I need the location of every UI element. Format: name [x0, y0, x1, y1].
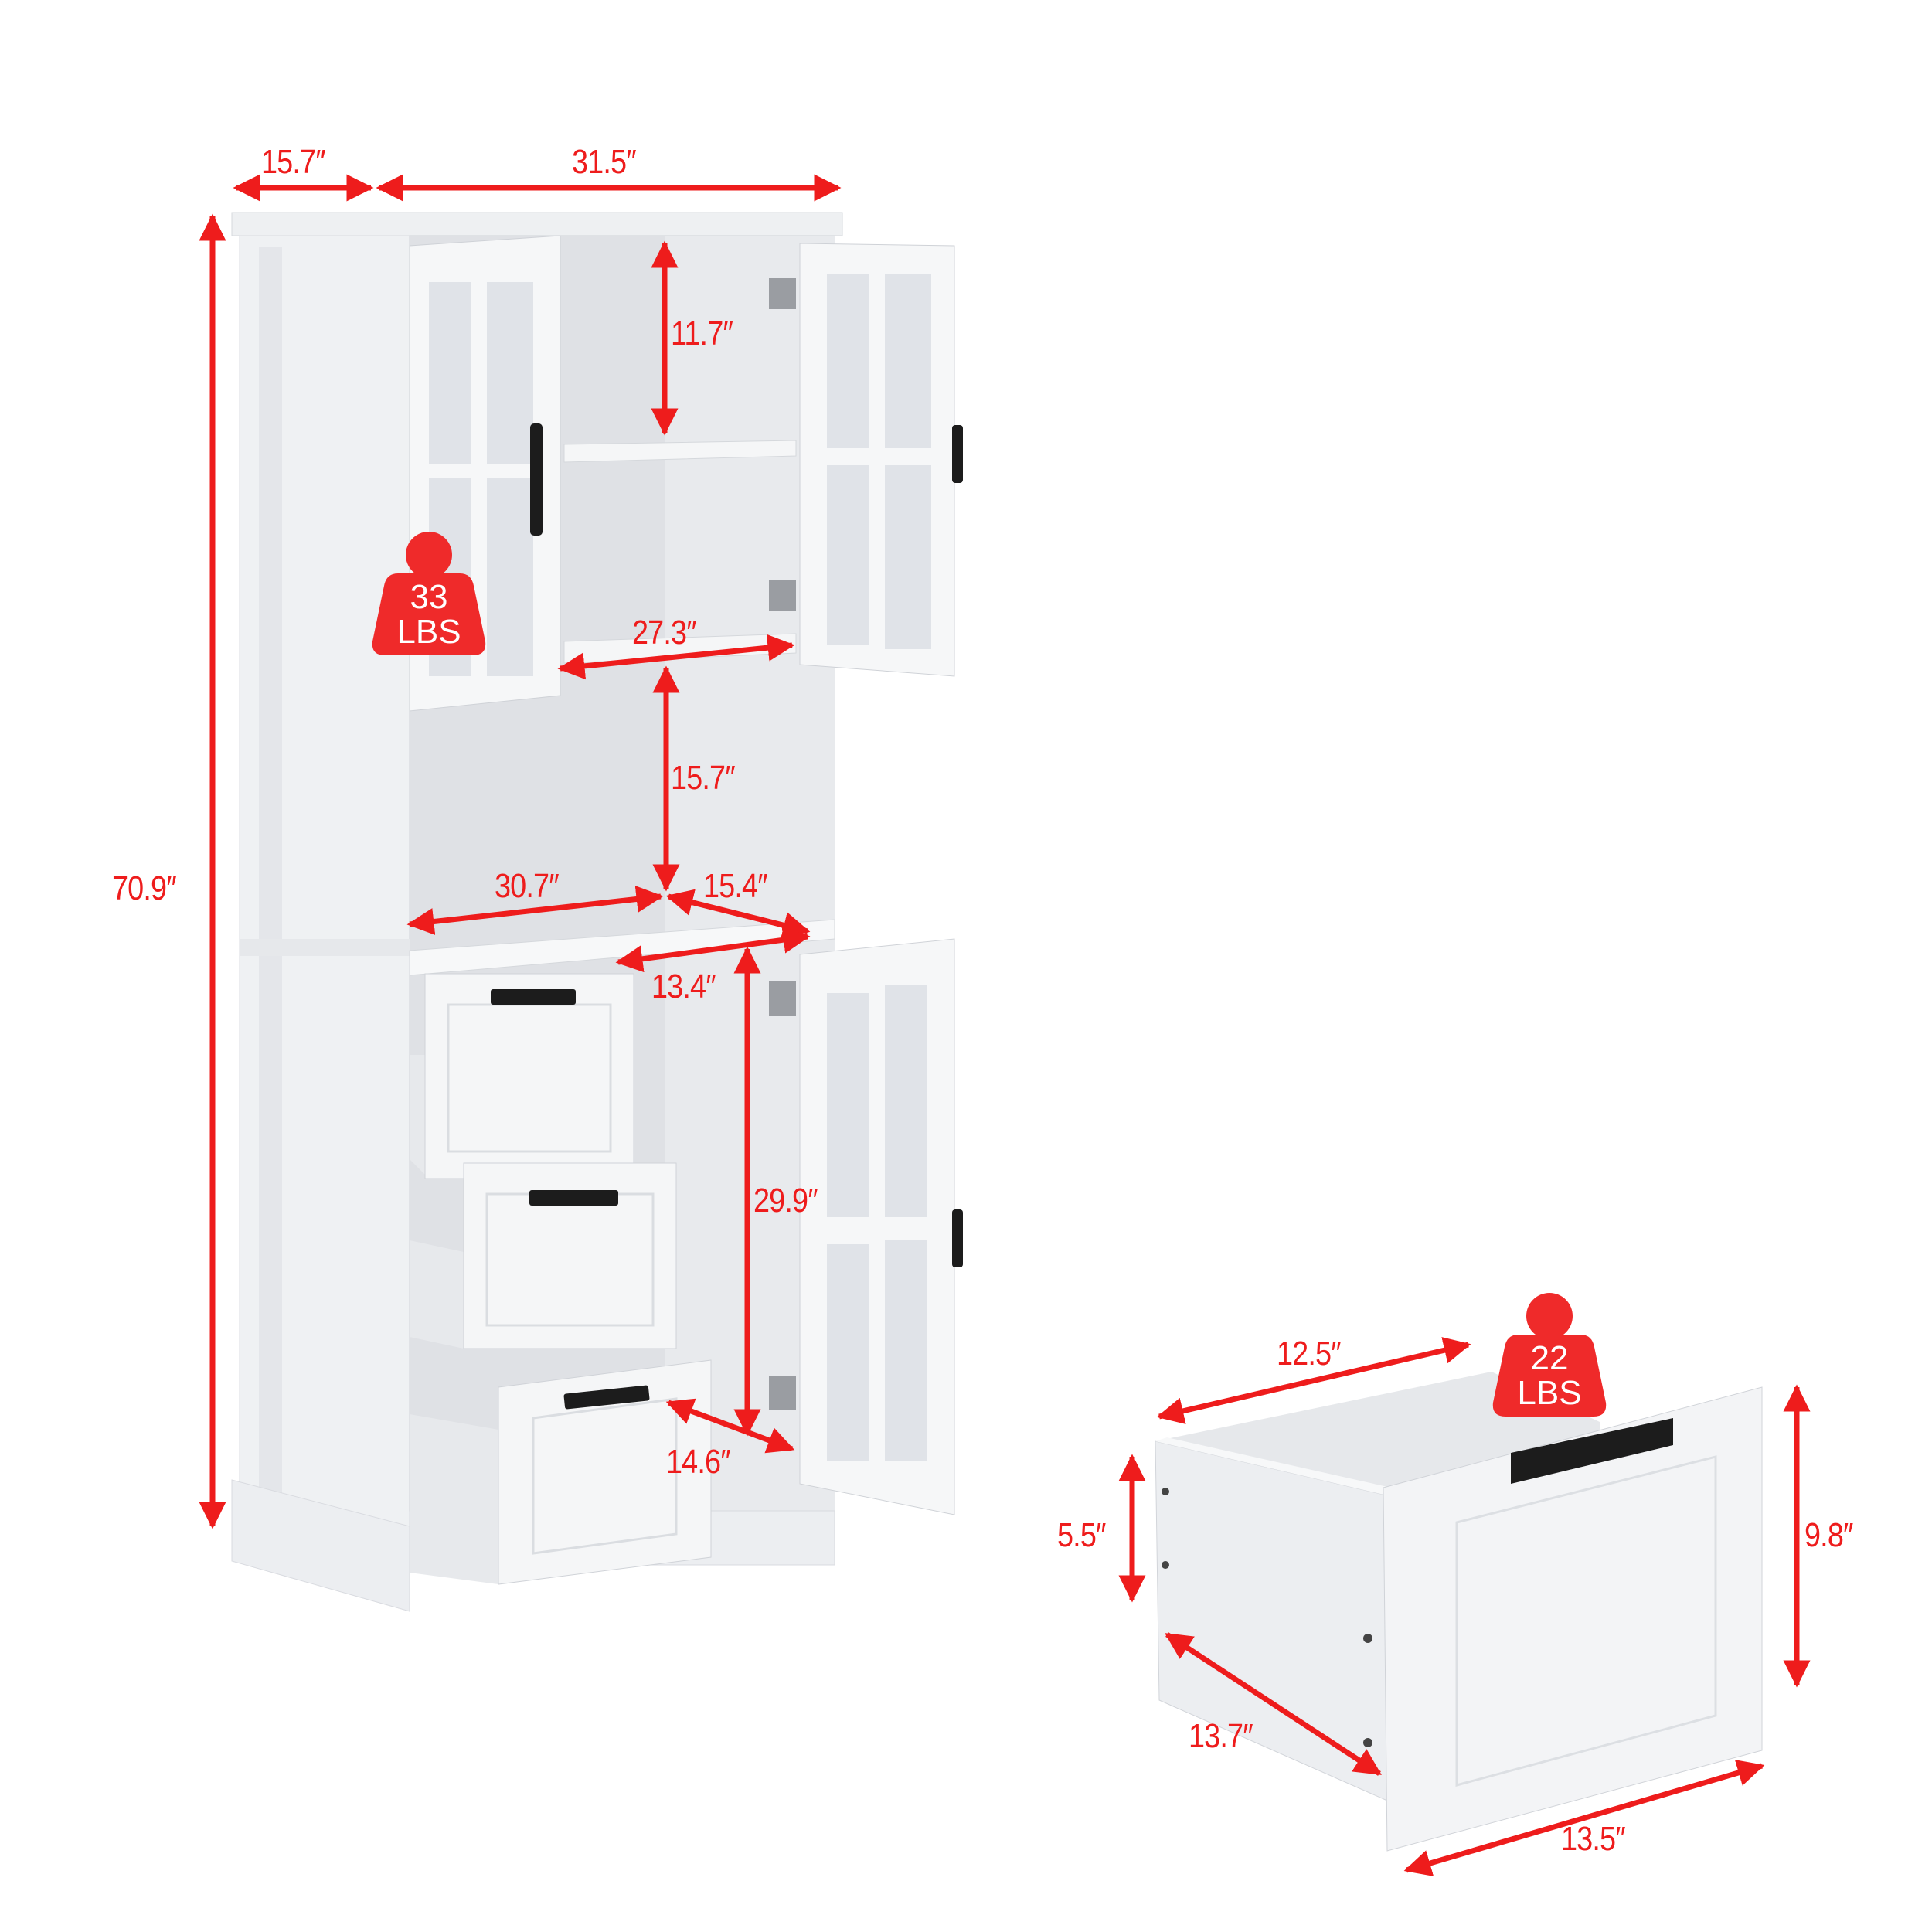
drawer-drawing — [1155, 1372, 1763, 1852]
weight-capacity-badge-drawer: 22 LBS — [1492, 1287, 1607, 1418]
dim-label-lower-compartment-width: 13.4″ — [651, 968, 716, 1005]
dim-label-drawer-front-height: 9.8″ — [1804, 1516, 1853, 1554]
dim-label-drawer-depth: 13.7″ — [1189, 1717, 1253, 1755]
dim-label-upper-shelf-gap: 11.7″ — [671, 315, 733, 352]
hinge-icon — [769, 981, 796, 1016]
dimension-lines — [199, 174, 1811, 1876]
dim-label-cabinet-width: 31.5″ — [572, 143, 637, 181]
hinge-icon — [769, 580, 796, 611]
dim-label-open-shelf-depth: 15.4″ — [703, 867, 768, 905]
dim-label-drawer-side-height: 5.5″ — [1057, 1516, 1106, 1554]
dim-label-cabinet-height: 70.9″ — [112, 869, 177, 907]
dim-label-upper-shelf-width: 27.3″ — [632, 614, 697, 651]
dim-label-drawer-front-width: 13.5″ — [1561, 1820, 1626, 1858]
dim-label-cabinet-depth: 15.7″ — [261, 143, 326, 181]
weight-unit: LBS — [396, 613, 461, 651]
weight-icon — [1492, 1293, 1607, 1417]
dim-label-lower-compartment-depth: 14.6″ — [666, 1443, 731, 1481]
dim-label-open-shelf-width: 30.7″ — [495, 867, 560, 905]
hinge-icon — [769, 278, 796, 309]
weight-icon — [372, 532, 486, 655]
weight-value: 33 — [410, 578, 448, 616]
dim-label-open-shelf-height: 15.7″ — [671, 759, 736, 797]
cabinet-drawer-1 — [410, 973, 634, 1179]
cabinet-drawer-2 — [410, 1162, 677, 1349]
cabinet-drawer-3 — [410, 1359, 712, 1585]
cabinet-drawing — [231, 212, 963, 1612]
weight-capacity-badge-shelf: 33 LBS — [371, 526, 487, 657]
dim-label-drawer-inner-width: 12.5″ — [1277, 1335, 1342, 1372]
dim-label-lower-compartment-height: 29.9″ — [753, 1182, 818, 1219]
hinge-icon — [769, 1376, 796, 1410]
upper-right-glass-door — [769, 243, 963, 677]
weight-unit: LBS — [1517, 1374, 1582, 1412]
weight-value: 22 — [1530, 1339, 1569, 1377]
